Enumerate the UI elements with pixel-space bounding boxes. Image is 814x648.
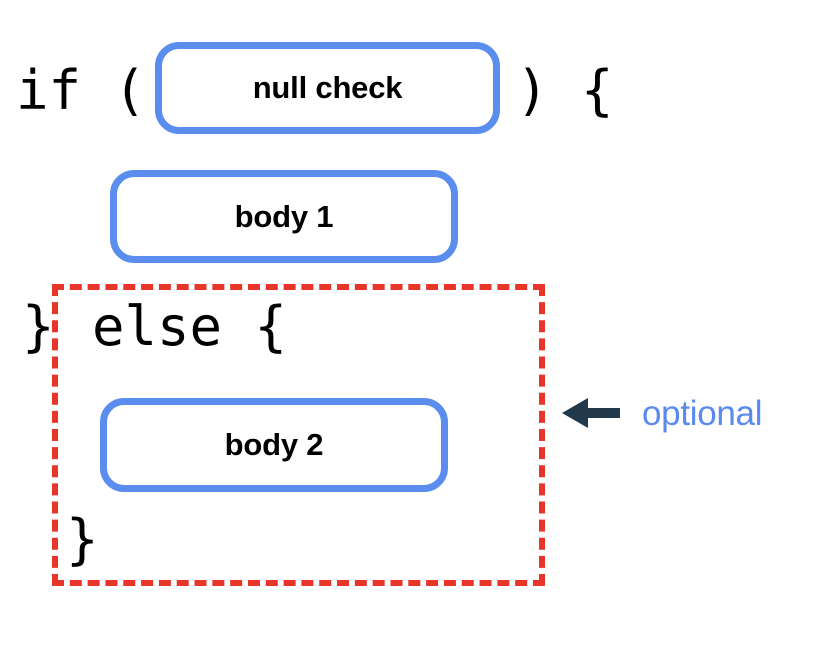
box-body-2[interactable]: body 2 (100, 398, 448, 492)
box-null-check-label: null check (252, 70, 403, 105)
box-body-2-label: body 2 (224, 427, 324, 462)
code-brace-close-else: } (66, 508, 99, 571)
box-body-1[interactable]: body 1 (110, 170, 458, 263)
optional-annotation: optional (560, 390, 763, 436)
box-body-1-label: body 1 (234, 198, 334, 234)
arrow-left-icon (562, 398, 620, 428)
code-if-open: if ( (16, 59, 147, 122)
code-if-close: ) { (516, 59, 614, 122)
code-else-keyword: else { (92, 295, 288, 358)
optional-label: optional (642, 393, 763, 433)
box-null-check[interactable]: null check (155, 42, 500, 134)
code-brace-close-if: } (22, 295, 55, 358)
